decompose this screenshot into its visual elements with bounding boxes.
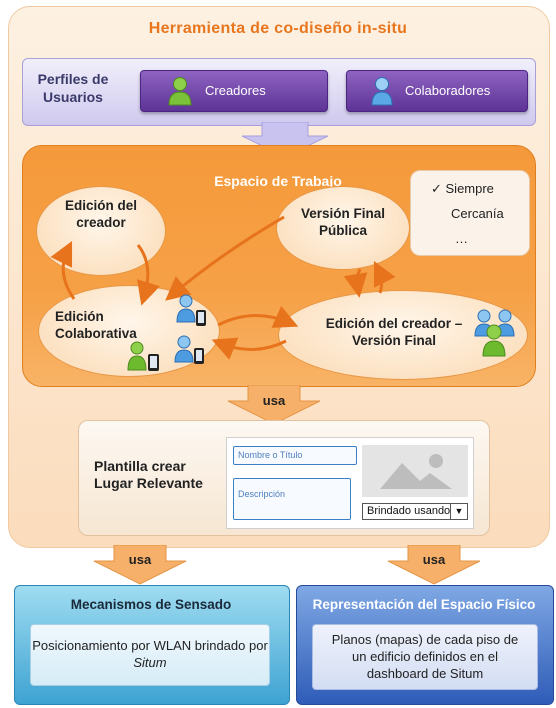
name-input[interactable]: Nombre o Título bbox=[233, 446, 357, 465]
arrow-creator-to-collab bbox=[136, 244, 160, 306]
usa-arrow-right bbox=[387, 545, 481, 585]
blue-user-icon bbox=[371, 77, 393, 106]
sensing-text-situm: Situm bbox=[133, 655, 167, 670]
option-siempre[interactable]: ✓ Siempre bbox=[431, 181, 494, 196]
arrow-collab-to-creator bbox=[50, 240, 76, 300]
arrow-final-down bbox=[343, 268, 368, 298]
usa-label-top: usa bbox=[262, 393, 286, 408]
edicion-colaborativa-label: Edición Colaborativa bbox=[55, 309, 137, 341]
physical-space-title: Representación del Espacio Físico bbox=[312, 597, 536, 612]
option-more[interactable]: … bbox=[455, 231, 468, 246]
user-profiles-label: Perfiles de Usuarios bbox=[37, 71, 109, 105]
option-cercania[interactable]: Cercanía bbox=[451, 206, 504, 221]
image-placeholder-icon[interactable] bbox=[362, 445, 468, 497]
version-final-label: Versión Final Pública bbox=[300, 206, 386, 238]
collaborator-device-icon-2 bbox=[174, 335, 204, 364]
workspace-title: Espacio de Trabajo bbox=[214, 173, 342, 189]
sensing-description: Posicionamiento por WLAN brindado por Si… bbox=[30, 624, 270, 686]
creators-label: Creadores bbox=[205, 83, 266, 98]
green-user-icon bbox=[168, 77, 192, 106]
usa-label-right: usa bbox=[422, 552, 446, 567]
source-select[interactable]: Brindado usando ▼ bbox=[362, 503, 468, 520]
creators-button[interactable]: Creadores bbox=[140, 70, 328, 112]
edicion-creador-label: Edición del creador bbox=[64, 198, 137, 230]
edicion-creador-final-label: Edición del creador – Versión Final bbox=[325, 316, 463, 348]
collaborators-label: Colaboradores bbox=[405, 83, 491, 98]
source-select-value: Brindado usando bbox=[367, 505, 451, 517]
creator-device-icon bbox=[127, 341, 159, 371]
usa-arrow-top bbox=[227, 385, 321, 425]
usa-arrow-left bbox=[93, 545, 187, 585]
collaborator-device-icon bbox=[176, 294, 206, 326]
template-label: Plantilla crear Lugar Relevante bbox=[94, 458, 203, 491]
oval-version-final: Versión Final Pública bbox=[276, 186, 410, 270]
description-input[interactable]: Descripción bbox=[233, 478, 351, 520]
arrow-finaledit-to-collab bbox=[211, 337, 287, 360]
arrow-collab-to-finaledit bbox=[217, 305, 299, 328]
visibility-options: ✓ Siempre Cercanía … bbox=[410, 170, 530, 256]
physical-space-description: Planos (mapas) de cada piso de un edific… bbox=[312, 624, 538, 690]
workflow-arrows bbox=[50, 215, 396, 360]
arrow-final-up bbox=[373, 260, 396, 294]
arrow-final-to-collab bbox=[165, 215, 285, 301]
tool-title: Herramienta de co-diseño in-situ bbox=[148, 20, 408, 37]
usa-label-left: usa bbox=[128, 552, 152, 567]
user-group-icon bbox=[474, 309, 515, 357]
sensing-text: Posicionamiento por WLAN brindado por bbox=[32, 638, 268, 653]
sensing-title: Mecanismos de Sensado bbox=[70, 597, 232, 612]
collaborators-button[interactable]: Colaboradores bbox=[346, 70, 528, 112]
chevron-down-icon: ▼ bbox=[450, 503, 467, 520]
